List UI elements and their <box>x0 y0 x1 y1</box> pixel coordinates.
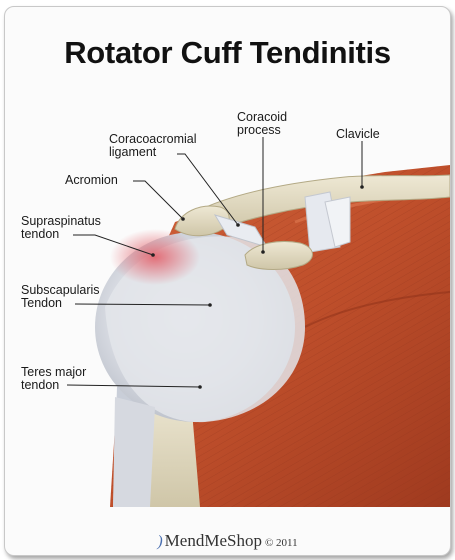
label-clavicle: Clavicle <box>336 128 380 141</box>
label-teres-major-tendon: Teres major tendon <box>21 366 86 392</box>
label-subscapularis-tendon: Subscapularis Tendon <box>21 284 100 310</box>
illustration-card: Rotator Cuff Tendinitis Coracoid process… <box>4 6 451 556</box>
shoulder-anatomy-illustration <box>5 7 450 555</box>
copyright-text: © 2011 <box>265 537 298 549</box>
coracoclavicular-ligaments <box>305 192 350 252</box>
label-coracoid-process: Coracoid process <box>237 111 287 137</box>
page-title: Rotator Cuff Tendinitis <box>5 35 450 71</box>
brand-logo-icon: ) <box>157 533 162 550</box>
inflamed-area <box>110 229 200 285</box>
label-supraspinatus-tendon: Supraspinatus tendon <box>21 215 101 241</box>
label-coracoacromial-ligament: Coracoacromial ligament <box>109 133 197 159</box>
brand-name: MendMeShop <box>165 531 262 550</box>
acromion-leader <box>133 181 183 219</box>
label-acromion: Acromion <box>65 174 118 187</box>
footer-credit: )MendMeShop© 2011 <box>5 531 450 551</box>
